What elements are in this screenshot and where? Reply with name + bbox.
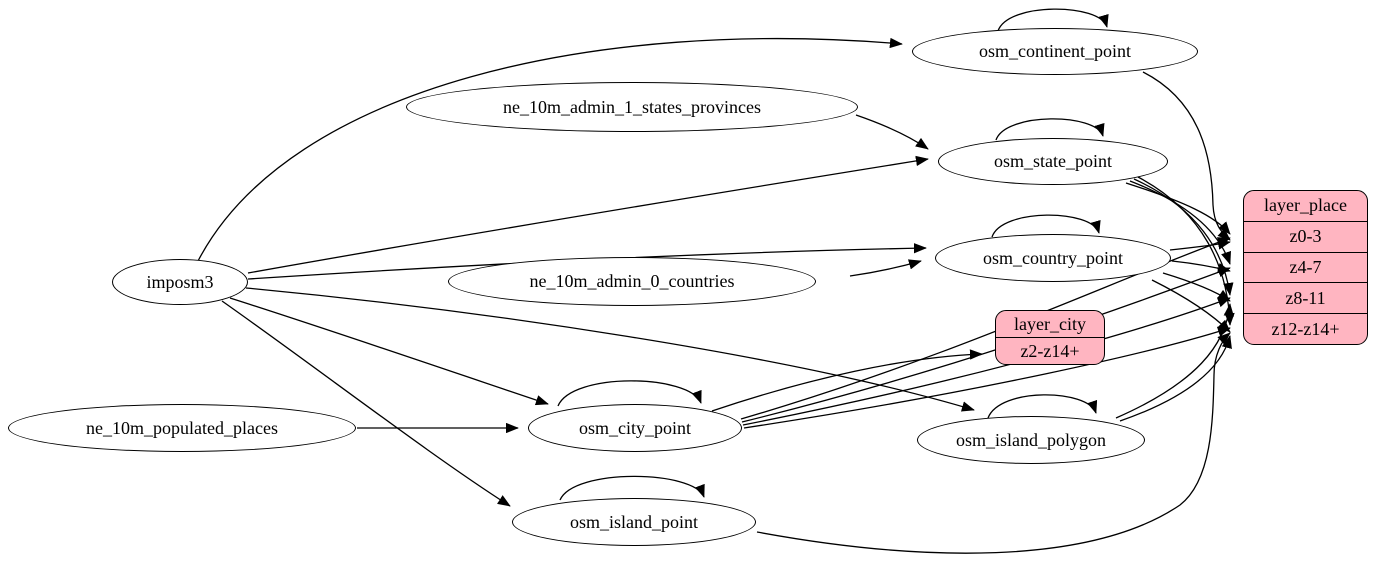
edge-osm_country_point-layer_place-z12-z14 (1151, 279, 1231, 333)
edge-osm_state_point-layer_place-z4-7 (1129, 180, 1231, 265)
edge-imposm3-osm_island_polygon (245, 287, 975, 412)
node-osm-continent-point: osm_continent_point (912, 28, 1198, 75)
node-osm-city-point: osm_city_point (528, 404, 742, 452)
record-layer-city: layer_city z2-z14+ (995, 310, 1105, 365)
node-ne-10m-admin-1-states-provinces-label: ne_10m_admin_1_states_provinces (503, 96, 761, 117)
record-layer-city-row-z2-z14: z2-z14+ (996, 337, 1104, 364)
record-layer-place-title: layer_place (1264, 195, 1347, 216)
loop-osm_continent_point (997, 8, 1109, 32)
node-osm-island-polygon: osm_island_polygon (917, 416, 1145, 464)
edge-osm_state_point-layer_place-z8-11 (1133, 178, 1234, 296)
loop-osm_island_polygon (987, 394, 1098, 419)
edge-osm_island_polygon-layer_place-z12-z14 (1119, 335, 1232, 422)
node-osm-island-point-label: osm_island_point (569, 511, 698, 532)
node-ne-10m-admin-0-countries: ne_10m_admin_0_countries (448, 257, 816, 306)
record-layer-place-row-z8-11: z8-11 (1244, 282, 1367, 313)
record-layer-place-row-z0-3: z0-3 (1244, 220, 1367, 252)
edge-osm_country_point-layer_place-z8-11 (1162, 272, 1231, 302)
node-osm-state-point-label: osm_state_point (994, 151, 1112, 171)
node-osm-island-polygon-label: osm_island_polygon (955, 429, 1106, 450)
edge-imposm3-osm_state_point (247, 155, 929, 274)
edge-imposm3-osm_island_point (221, 300, 511, 507)
loop-osm_state_point (995, 118, 1105, 141)
node-ne-10m-populated-places: ne_10m_populated_places (8, 404, 356, 452)
loop-osm_city_point (557, 380, 702, 407)
edge-osm_city_point-layer_city-z2 (711, 349, 983, 412)
loop-osm_island_point (559, 475, 705, 501)
record-layer-city-title: layer_city (1014, 313, 1086, 334)
node-ne-10m-admin-0-countries-label: ne_10m_admin_0_countries (529, 271, 735, 291)
node-osm-city-point-label: osm_city_point (579, 417, 691, 438)
node-ne-10m-populated-places-label: ne_10m_populated_places (86, 417, 278, 438)
edge-osm_city_point-layer_place-z4-7 (741, 267, 1231, 423)
node-osm-country-point: osm_country_point (935, 234, 1171, 282)
loop-osm_country_point (991, 214, 1101, 238)
record-layer-place: layer_place z0-3 z4-7 z8-11 z12-z14+ (1243, 190, 1368, 345)
edge-osm_island_point-layer_place-z12-z14 (756, 332, 1231, 554)
edge-ne_10m_admin_1_states_provinces-osm_state_point (855, 114, 929, 150)
record-layer-place-row-z12-z14: z12-z14+ (1244, 313, 1367, 344)
node-ne-10m-admin-1-states-provinces: ne_10m_admin_1_states_provinces (406, 82, 858, 132)
node-osm-continent-point-label: osm_continent_point (979, 41, 1131, 61)
record-layer-place-row-z4-7: z4-7 (1244, 251, 1367, 283)
edge-ne_10m_admin_0_countries-osm_country_point (849, 259, 922, 277)
edge-imposm3-osm_city_point (229, 297, 549, 406)
edge-osm_city_point-layer_place-z12-z14 (743, 326, 1231, 429)
node-osm-state-point: osm_state_point (938, 138, 1168, 185)
edge-osm_island_polygon-layer_place-z8-11 (1115, 303, 1234, 419)
node-imposm3: imposm3 (112, 259, 248, 305)
node-imposm3-label: imposm3 (146, 271, 214, 292)
node-osm-island-point: osm_island_point (512, 498, 756, 546)
edge-osm_state_point-layer_place-z0-3 (1125, 182, 1231, 235)
node-osm-country-point-label: osm_country_point (983, 247, 1123, 268)
edge-imposm3-osm_continent_point (197, 37, 903, 262)
